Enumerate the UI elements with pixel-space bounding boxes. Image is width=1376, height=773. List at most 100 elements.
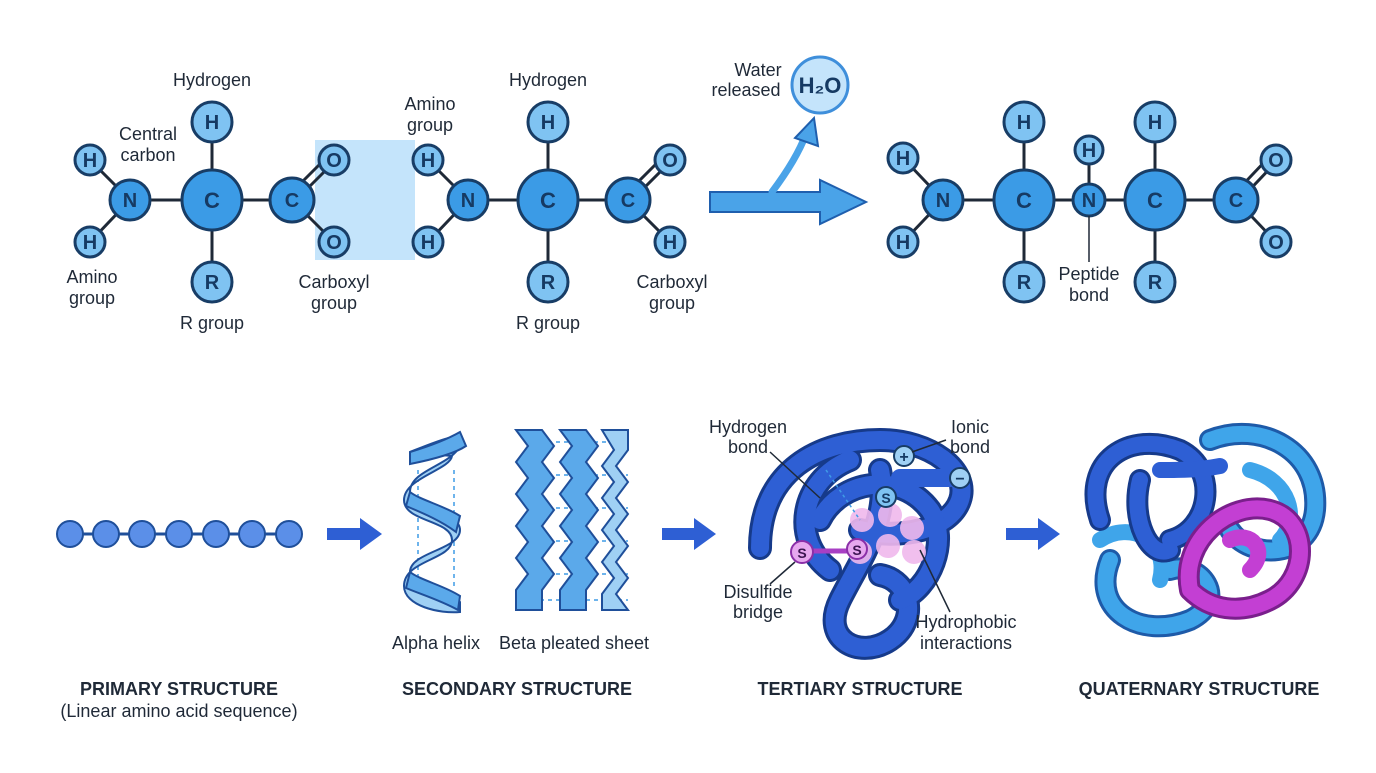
svg-text:C: C xyxy=(621,190,635,212)
central-carbon-label: Central xyxy=(119,124,177,144)
svg-text:O: O xyxy=(662,150,678,172)
sulfur-atom xyxy=(846,538,868,560)
svg-text:H: H xyxy=(1082,140,1096,162)
amino-acid-bead xyxy=(128,520,156,548)
ionic-bond-label-2: bond xyxy=(950,437,990,457)
svg-text:H: H xyxy=(1148,112,1162,134)
alpha-helix-label: Alpha helix xyxy=(392,633,480,653)
r-group-label: R group xyxy=(516,313,580,333)
central-carbon-atom xyxy=(992,168,1056,232)
alpha-helix-icon xyxy=(402,430,468,614)
svg-text:N: N xyxy=(936,190,950,212)
hydrogen-atom xyxy=(411,225,445,259)
svg-text:H: H xyxy=(421,150,435,172)
sulfur-atom xyxy=(875,486,897,508)
r-group-atom xyxy=(1133,260,1177,304)
quaternary-complex-icon xyxy=(1084,422,1327,638)
reaction-arrow-icon xyxy=(709,178,869,226)
central-carbon-atom xyxy=(1123,168,1187,232)
amino-acid-bead xyxy=(165,520,193,548)
oxygen-atom xyxy=(653,143,687,177)
carboxyl-group-label: Carboxyl xyxy=(298,272,369,292)
water-formula: H₂O xyxy=(799,73,842,98)
amino-acid-bead xyxy=(202,520,230,548)
hydrogen-atom xyxy=(411,143,445,177)
amino-acid-bead xyxy=(92,520,120,548)
hydrogen-atom xyxy=(73,143,107,177)
svg-text:N: N xyxy=(461,190,475,212)
r-group-atom xyxy=(190,260,234,304)
svg-text:C: C xyxy=(285,190,299,212)
amino-acid-1: H H N H C R C O O Hydrogen Central carbo… xyxy=(66,70,415,333)
carboxyl-carbon-atom xyxy=(604,176,652,224)
carboxyl-group-label-2: group xyxy=(649,293,695,313)
amino-group-label-2: group xyxy=(69,288,115,308)
peptide-bond-label: Peptide xyxy=(1058,264,1119,284)
svg-text:R: R xyxy=(1148,272,1163,294)
quaternary-structure-title: QUATERNARY STRUCTURE xyxy=(1079,679,1320,699)
secondary-structure-title: SECONDARY STRUCTURE xyxy=(402,679,632,699)
hydrogen-bond-label: Hydrogen xyxy=(709,417,787,437)
r-group-atom xyxy=(526,260,570,304)
arrow-right-icon xyxy=(327,518,382,550)
hydrophobic-label: Hydrophobic xyxy=(915,612,1016,632)
svg-text:O: O xyxy=(326,150,342,172)
svg-text:S: S xyxy=(852,542,861,558)
hydrogen-atom xyxy=(526,100,570,144)
amino-acid-bead xyxy=(56,520,84,548)
svg-text:H: H xyxy=(421,232,435,254)
sulfur-atom xyxy=(790,540,814,564)
hydrogen-atom xyxy=(190,100,234,144)
oxygen-atom xyxy=(1259,225,1293,259)
svg-text:−: − xyxy=(955,471,964,488)
primary-structure-subtitle: (Linear amino acid sequence) xyxy=(60,701,297,721)
svg-text:C: C xyxy=(1147,188,1163,213)
svg-text:O: O xyxy=(326,232,342,254)
condensation-reaction-arrow: H₂O Water released xyxy=(709,55,869,226)
disulfide-bridge-label: Disulfide xyxy=(723,582,792,602)
r-group-label: R group xyxy=(180,313,244,333)
hydrogen-label: Hydrogen xyxy=(173,70,251,90)
svg-text:H: H xyxy=(1017,112,1031,134)
secondary-structure: Alpha helix Beta pleated sheet SE xyxy=(392,429,649,699)
hydrogen-atom xyxy=(73,225,107,259)
svg-text:H: H xyxy=(83,232,97,254)
tertiary-structure-title: TERTIARY STRUCTURE xyxy=(757,679,962,699)
oxygen-atom xyxy=(317,225,351,259)
svg-text:+: + xyxy=(899,449,908,466)
hydrogen-bond-label-2: bond xyxy=(728,437,768,457)
svg-text:R: R xyxy=(541,272,556,294)
peptide-bond-label-2: bond xyxy=(1069,285,1109,305)
dipeptide: H H N H C R H N H C R C O O Peptide bond xyxy=(886,100,1293,305)
svg-text:N: N xyxy=(1082,190,1096,212)
nitrogen-atom xyxy=(921,178,965,222)
water-released-label-2: released xyxy=(711,80,780,100)
svg-text:C: C xyxy=(540,188,556,213)
amino-acid-bead xyxy=(238,520,266,548)
nitrogen-atom xyxy=(446,178,490,222)
svg-text:O: O xyxy=(1268,150,1284,172)
svg-text:S: S xyxy=(797,545,806,561)
nitrogen-atom xyxy=(108,178,152,222)
r-group-atom xyxy=(1002,260,1046,304)
svg-text:S: S xyxy=(881,490,890,506)
quaternary-structure: QUATERNARY STRUCTURE xyxy=(1079,422,1327,699)
carboxyl-carbon-atom xyxy=(1212,176,1260,224)
negative-charge-icon xyxy=(949,467,971,489)
hydrogen-atom xyxy=(886,141,920,175)
hydrogen-atom xyxy=(1002,100,1046,144)
svg-text:R: R xyxy=(205,272,220,294)
primary-structure-title: PRIMARY STRUCTURE xyxy=(80,679,278,699)
amino-group-label: Amino xyxy=(66,267,117,287)
svg-text:H: H xyxy=(663,232,677,254)
water-release-arrow-icon xyxy=(793,115,820,148)
positive-charge-icon xyxy=(893,445,915,467)
arrow-right-icon xyxy=(662,518,716,550)
water-released-label: Water xyxy=(734,60,781,80)
ionic-bond-label: Ionic xyxy=(951,417,989,437)
svg-text:C: C xyxy=(1229,190,1243,212)
tertiary-coil-icon xyxy=(751,431,971,657)
hydrogen-atom xyxy=(653,225,687,259)
